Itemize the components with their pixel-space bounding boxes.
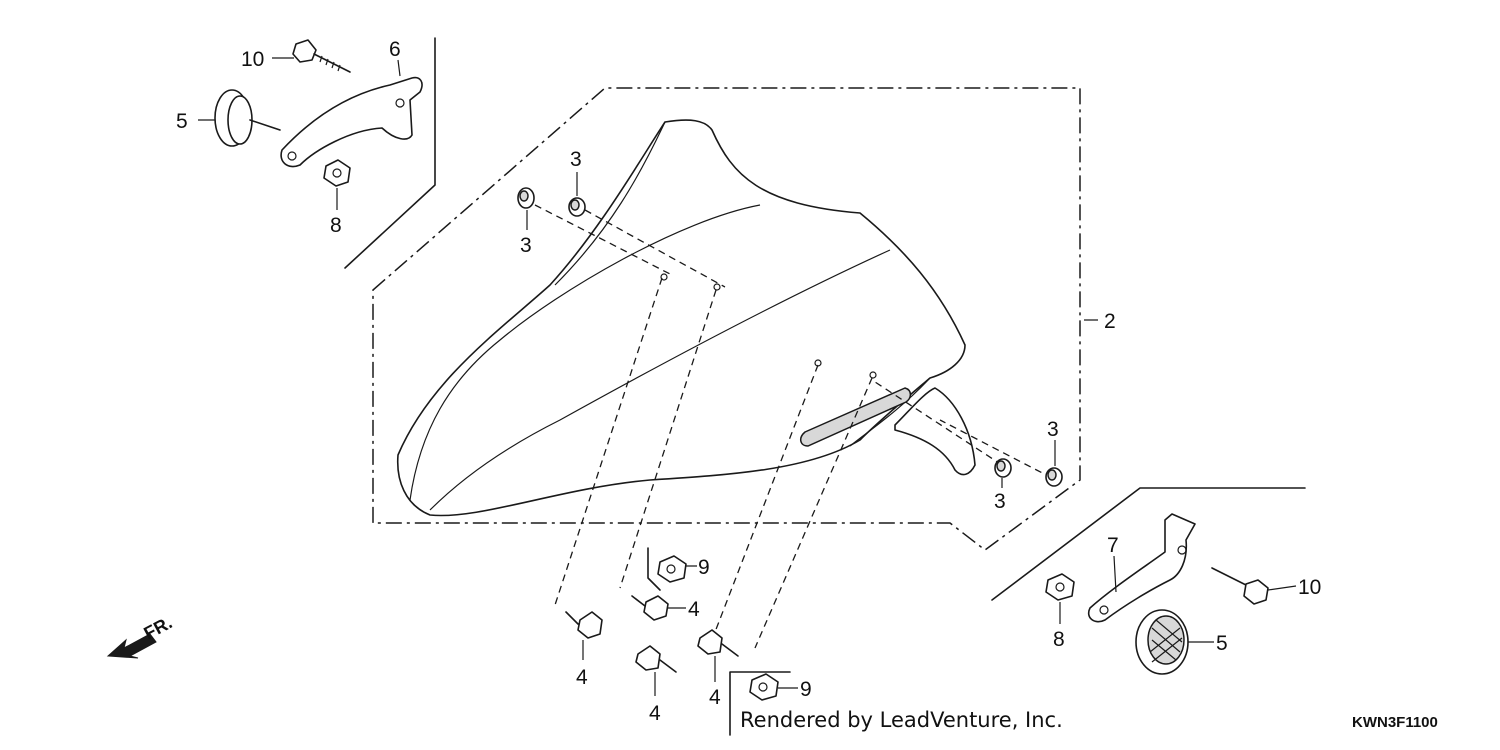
nut-8-b[interactable] — [1045, 573, 1075, 601]
callout-3-d: 3 — [994, 490, 1006, 513]
nut-8-a[interactable] — [323, 159, 351, 187]
callout-5-b: 5 — [1216, 632, 1228, 655]
front-direction-arrow: FR. — [106, 612, 175, 659]
collar-3-d[interactable] — [1045, 467, 1063, 487]
callout-2: 2 — [1104, 310, 1116, 333]
callout-3-c: 3 — [1047, 418, 1059, 441]
bolt-4-b[interactable] — [631, 595, 669, 621]
bolt-10-b[interactable] — [1211, 567, 1269, 605]
callout-10-a: 10 — [241, 48, 264, 71]
diagram-code: KWN3F1100 — [1352, 714, 1438, 731]
collar-3-c[interactable] — [994, 458, 1012, 478]
bracket-6[interactable] — [280, 76, 423, 168]
grommet-5-b[interactable] — [1135, 609, 1189, 675]
callout-7: 7 — [1107, 534, 1119, 557]
callout-9-a: 9 — [698, 556, 710, 579]
bolt-10-a[interactable] — [292, 39, 351, 73]
callout-3-b: 3 — [520, 234, 532, 257]
collar-3-a[interactable] — [517, 187, 535, 209]
assembly-frame — [372, 87, 1081, 551]
front-fender[interactable] — [396, 119, 976, 517]
leader-lines — [198, 57, 1297, 696]
bolt-4-c[interactable] — [635, 645, 677, 673]
callout-4-b: 4 — [576, 666, 588, 689]
right-bracket-corner-line — [991, 487, 1306, 601]
callout-8-a: 8 — [330, 214, 342, 237]
callout-10-b: 10 — [1298, 576, 1321, 599]
mount-dashed-lines — [534, 204, 1053, 649]
callout-5-a: 5 — [176, 110, 188, 133]
grommet-5-a[interactable] — [214, 89, 281, 147]
callout-3-a: 3 — [570, 148, 582, 171]
nut-9-b[interactable] — [729, 671, 791, 736]
left-bracket-corner-line — [344, 37, 436, 269]
callout-4-a: 4 — [688, 598, 700, 621]
callout-8-b: 8 — [1053, 628, 1065, 651]
callout-9-b: 9 — [800, 678, 812, 701]
nut-9-a[interactable] — [647, 547, 687, 591]
callout-6: 6 — [389, 38, 401, 61]
bracket-7[interactable] — [1087, 513, 1196, 623]
credit-text: Rendered by LeadVenture, Inc. — [740, 708, 1063, 732]
bolt-4-d[interactable] — [697, 629, 739, 657]
bolt-4-a[interactable] — [565, 611, 603, 639]
callout-4-c: 4 — [649, 702, 661, 725]
collar-3-b[interactable] — [568, 197, 586, 217]
callout-4-d: 4 — [709, 686, 721, 709]
